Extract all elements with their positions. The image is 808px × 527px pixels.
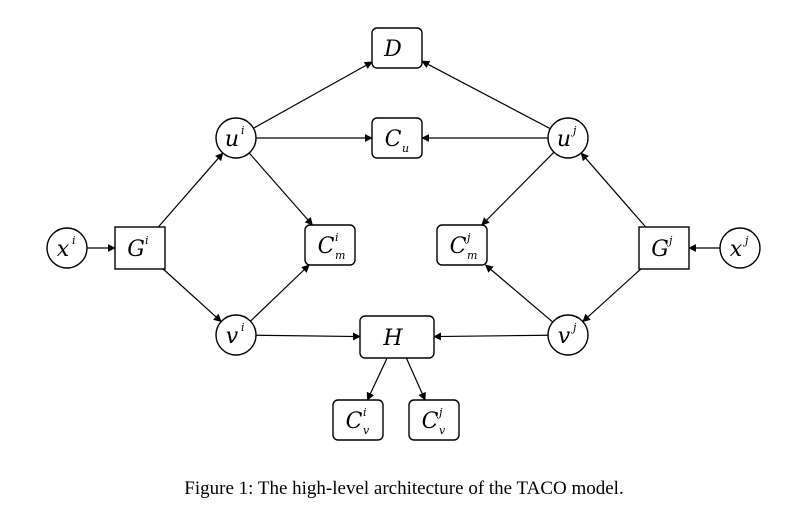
node-Gi-shape bbox=[114, 226, 166, 270]
node-H: H bbox=[359, 315, 435, 359]
edges bbox=[87, 60, 720, 401]
edge-uj-to-D bbox=[421, 60, 551, 130]
node-Cmj-subscript: m bbox=[467, 249, 477, 262]
node-D: D bbox=[371, 27, 423, 69]
node-H-label: H bbox=[382, 326, 403, 351]
node-H-shape bbox=[359, 315, 435, 359]
edge-ui-to-Cmi bbox=[248, 152, 313, 226]
node-uj-shape bbox=[547, 117, 589, 159]
node-uj-superscript: j bbox=[570, 124, 577, 137]
figure-caption: Figure 1: The high-level architecture of… bbox=[184, 478, 624, 499]
node-Cmi-shape bbox=[304, 224, 356, 266]
edge-vj-to-H bbox=[433, 332, 549, 341]
node-Gi-label: G bbox=[127, 237, 145, 262]
node-Cmj-superscript: j bbox=[464, 231, 471, 244]
node-vj-shape bbox=[547, 314, 589, 356]
edge-Gi-to-ui bbox=[157, 152, 224, 228]
node-Cvj-shape bbox=[408, 399, 460, 441]
node-Cvi-subscript: v bbox=[363, 424, 370, 437]
node-vj-label: v bbox=[558, 324, 571, 349]
node-Cvi-shape bbox=[332, 399, 384, 441]
node-vi-label: v bbox=[226, 324, 239, 349]
edge-Gj-to-vj bbox=[582, 268, 642, 323]
edge-Gi-to-vi bbox=[162, 268, 222, 323]
node-Cu-shape bbox=[371, 117, 423, 159]
node-vi-shape bbox=[215, 314, 257, 356]
node-ui-shape bbox=[215, 117, 257, 159]
edge-ui-to-D bbox=[253, 61, 373, 129]
node-vi-superscript: i bbox=[241, 321, 245, 334]
edge-uj-to-Cmj bbox=[481, 151, 555, 226]
node-D-label: D bbox=[383, 37, 402, 62]
node-Gj-shape bbox=[638, 226, 690, 270]
node-xj-superscript: j bbox=[742, 234, 749, 247]
node-Cvj-label: C bbox=[422, 409, 439, 434]
node-vj-superscript: j bbox=[570, 321, 577, 334]
node-xi-shape bbox=[46, 227, 88, 269]
edge-vi-to-Cmi bbox=[250, 264, 310, 322]
node-Cmi-superscript: i bbox=[335, 231, 339, 244]
node-uj-label: u bbox=[557, 127, 571, 152]
edge-vj-to-Cmj bbox=[484, 264, 554, 323]
node-xi-superscript: i bbox=[72, 234, 76, 247]
node-Gi-superscript: i bbox=[145, 234, 149, 247]
node-Cmi-label: C bbox=[318, 234, 335, 259]
node-D-shape bbox=[371, 27, 423, 69]
edge-vi-to-H bbox=[255, 332, 361, 341]
edge-H-to-Cvj bbox=[405, 357, 426, 401]
node-ui-label: u bbox=[225, 127, 239, 152]
edge-H-to-Cvi bbox=[366, 357, 388, 401]
node-xj-shape bbox=[719, 227, 761, 269]
node-Cvi-superscript: i bbox=[363, 406, 367, 419]
node-Cmj-shape bbox=[436, 224, 488, 266]
node-Cvi-label: C bbox=[346, 409, 363, 434]
edge-Gj-to-uj bbox=[580, 152, 647, 228]
node-Cu-label: C bbox=[385, 127, 402, 152]
node-ui-superscript: i bbox=[241, 124, 245, 137]
node-Cmj-label: C bbox=[450, 234, 467, 259]
node-Gj-superscript: j bbox=[666, 234, 673, 247]
node-xj-label: x bbox=[730, 237, 743, 262]
node-xi-label: x bbox=[57, 237, 70, 262]
node-Gj-label: G bbox=[651, 237, 669, 262]
node-Cvj-subscript: v bbox=[439, 424, 446, 437]
node-Cmi-subscript: m bbox=[335, 249, 345, 262]
node-Cvj-superscript: j bbox=[436, 406, 443, 419]
node-Cu-subscript: u bbox=[402, 142, 409, 155]
